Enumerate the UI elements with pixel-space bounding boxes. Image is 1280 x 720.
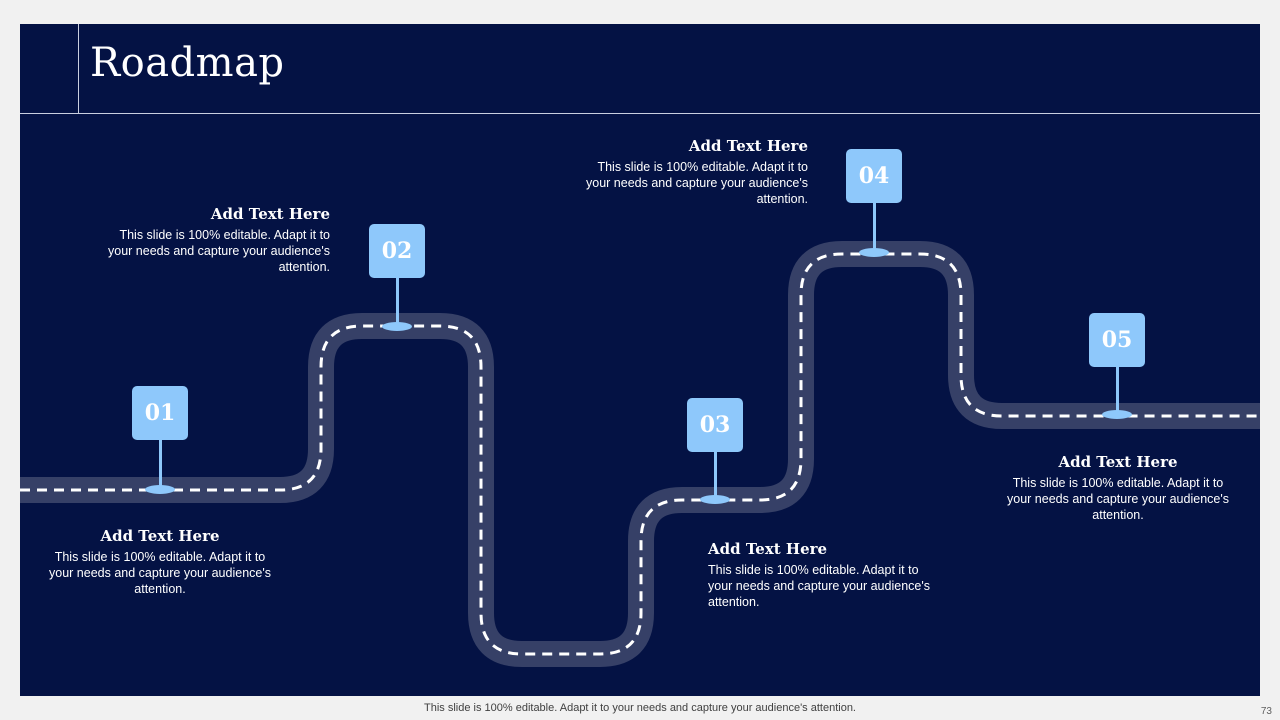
title-rule — [20, 113, 1260, 114]
milestone-01-body: This slide is 100% editable. Adapt it to… — [49, 550, 271, 596]
milestone-03-heading: Add Text Here — [708, 540, 828, 558]
slide: Roadmap 01 02 03 04 05 Add Text Here Thi… — [20, 24, 1260, 696]
milestone-05-base — [1102, 410, 1132, 419]
milestone-05-pole — [1116, 366, 1119, 414]
milestone-04-body: This slide is 100% editable. Adapt it to… — [586, 160, 808, 206]
footer-note: This slide is 100% editable. Adapt it to… — [424, 702, 856, 714]
milestone-03-pole — [714, 450, 717, 500]
page-number: 73 — [1260, 706, 1272, 717]
milestone-02-heading: Add Text Here — [210, 205, 330, 223]
milestone-04-pole — [873, 202, 876, 252]
milestone-05-heading: Add Text Here — [1058, 453, 1178, 471]
milestone-05-marker: 05 — [1089, 313, 1145, 367]
milestone-01-marker: 01 — [132, 386, 188, 440]
milestone-02-pole — [396, 276, 399, 326]
title-divider — [78, 24, 79, 113]
milestone-02-text: Add Text Here This slide is 100% editabl… — [94, 205, 330, 275]
milestone-01-heading: Add Text Here — [100, 527, 220, 545]
road-dashes — [20, 252, 1260, 656]
milestone-01-pole — [159, 438, 162, 490]
milestone-03-marker: 03 — [687, 398, 743, 452]
milestone-05-body: This slide is 100% editable. Adapt it to… — [1007, 476, 1229, 522]
roadmap-road — [20, 241, 1260, 667]
milestone-01-text: Add Text Here This slide is 100% editabl… — [42, 527, 278, 597]
milestone-01-base — [145, 485, 175, 494]
milestone-02-body: This slide is 100% editable. Adapt it to… — [108, 228, 330, 274]
milestone-04-text: Add Text Here This slide is 100% editabl… — [572, 137, 808, 207]
milestone-04-marker: 04 — [846, 149, 902, 203]
milestone-04-base — [859, 248, 889, 257]
slide-title: Roadmap — [90, 40, 285, 86]
milestone-02-base — [382, 322, 412, 331]
milestone-04-heading: Add Text Here — [688, 137, 808, 155]
milestone-02-marker: 02 — [369, 224, 425, 278]
milestone-03-base — [700, 495, 730, 504]
milestone-05-text: Add Text Here This slide is 100% editabl… — [1000, 453, 1236, 523]
milestone-03-text: Add Text Here This slide is 100% editabl… — [708, 540, 944, 610]
milestone-03-body: This slide is 100% editable. Adapt it to… — [708, 563, 930, 609]
